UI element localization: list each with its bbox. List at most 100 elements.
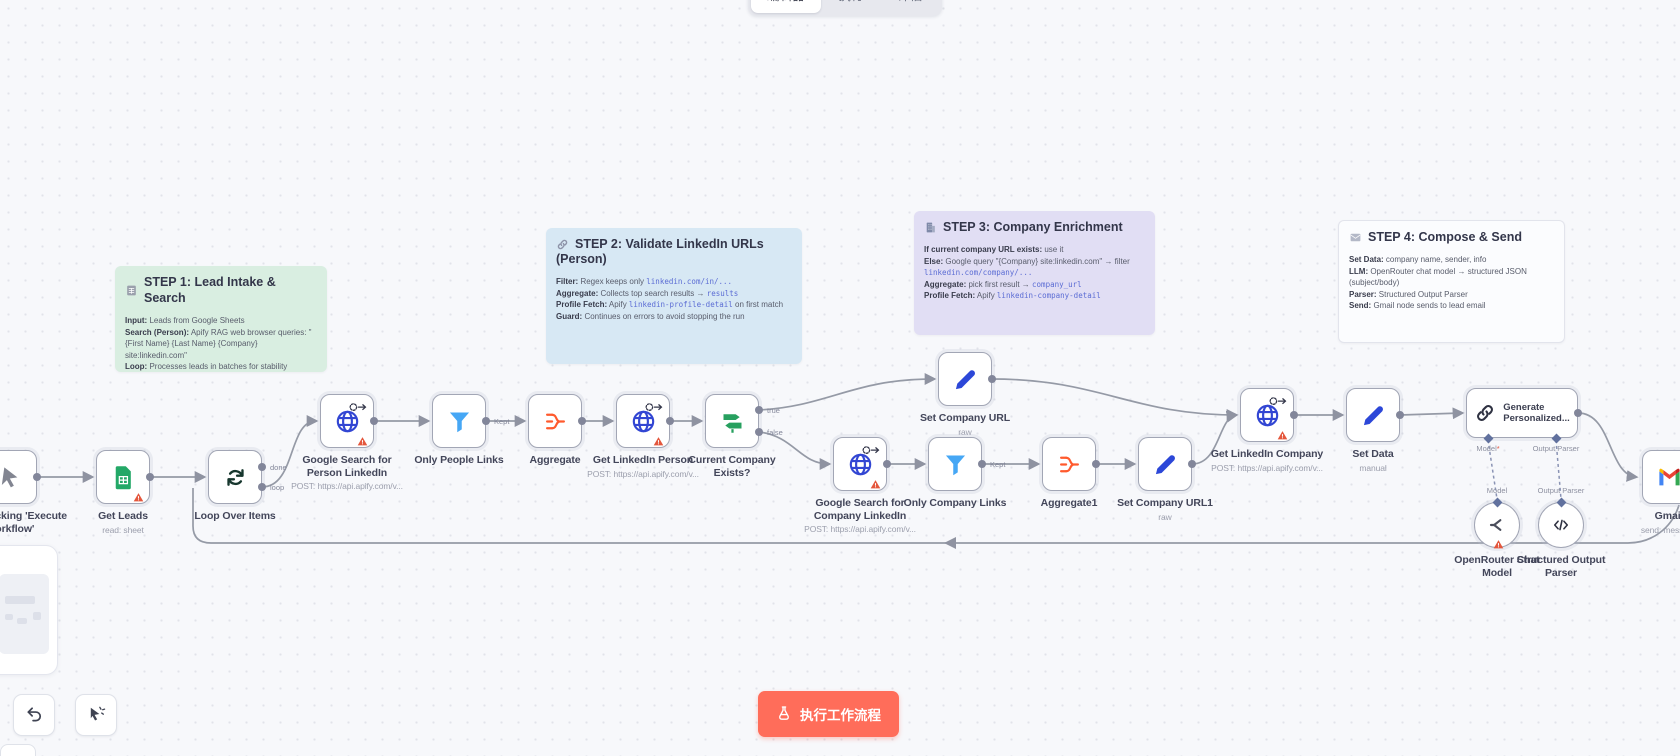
node-set-company-url[interactable]: [938, 352, 992, 406]
node-subtitle: POST: https://api.apify.com/v...: [587, 468, 699, 479]
funnel-icon: [942, 451, 969, 478]
api-call-badge-icon: [349, 399, 368, 411]
output-port[interactable]: [370, 417, 378, 425]
pencil-icon: [1360, 402, 1387, 429]
node-aggregate[interactable]: [528, 394, 582, 448]
node-set-company-url1[interactable]: [1138, 437, 1192, 491]
execute-workflow-button[interactable]: 执行工作流程: [758, 691, 899, 737]
output-port[interactable]: [883, 460, 891, 468]
node-current-company-exists[interactable]: [705, 394, 759, 448]
gmail-icon: [1656, 464, 1680, 491]
node-subtitle: raw: [1158, 511, 1172, 522]
tab-evaluations[interactable]: 评估: [882, 0, 939, 13]
node-only-company-links[interactable]: [928, 437, 982, 491]
undo-arrow-icon: [25, 704, 44, 726]
node-label: Only Company Links: [903, 497, 1007, 509]
port-label: Model: [1486, 486, 1508, 495]
node-gmail[interactable]: [1642, 450, 1680, 504]
sticky-title-line2: (Person): [556, 252, 607, 266]
node-subtitle: POST: https://api.apify.com/v...: [291, 481, 403, 491]
output-port-label: Kept: [990, 460, 1006, 469]
output-port[interactable]: [988, 375, 996, 383]
warning-icon: [357, 433, 368, 446]
output-port-label: Kept: [494, 417, 510, 426]
api-call-badge-icon: [862, 442, 881, 454]
output-port[interactable]: [1092, 460, 1100, 468]
connection[interactable]: [944, 537, 956, 549]
output-port[interactable]: [1396, 411, 1404, 419]
tidy-up-button[interactable]: [75, 694, 117, 736]
output-port[interactable]: [978, 460, 986, 468]
aggregate-icon: [1056, 451, 1083, 478]
connection[interactable]: [758, 431, 832, 470]
node-aggregate1[interactable]: [1042, 437, 1096, 491]
node-get-linkedin-company[interactable]: [1240, 388, 1294, 442]
node-get-leads[interactable]: [96, 450, 150, 504]
output-port[interactable]: [146, 473, 154, 481]
globe-icon: [1254, 402, 1281, 429]
output-port[interactable]: [1574, 409, 1582, 417]
node-label: Aggregate: [529, 454, 581, 466]
ai-connection[interactable]: [1555, 439, 1562, 500]
connection[interactable]: [1577, 412, 1639, 482]
node-subtitle: read: sheet: [102, 524, 144, 535]
output-port[interactable]: [666, 417, 674, 425]
warning-icon: [653, 433, 664, 446]
output-port[interactable]: [1290, 411, 1298, 419]
undo-button[interactable]: [13, 694, 55, 736]
ai-connection[interactable]: [1487, 439, 1498, 500]
left-preview-panel[interactable]: [0, 545, 58, 675]
node-when-clicking-execute-workflow[interactable]: [0, 450, 37, 504]
node-structured-output-parser[interactable]: [1538, 502, 1584, 548]
loop-icon: [222, 464, 249, 491]
output-port[interactable]: [258, 483, 266, 491]
sticky-title: STEP 2: Validate LinkedIn URLs: [575, 237, 764, 251]
output-port-label: false: [767, 428, 783, 437]
corner-button[interactable]: [0, 744, 36, 756]
connection[interactable]: [1399, 407, 1465, 420]
execute-workflow-label: 执行工作流程: [800, 708, 881, 723]
port-label: Model*: [1476, 444, 1500, 453]
connection[interactable]: [758, 373, 937, 411]
node-google-search-for-person-linkedin[interactable]: [320, 394, 374, 448]
node-loop-over-items[interactable]: [208, 450, 262, 504]
sticky-step2[interactable]: STEP 2: Validate LinkedIn URLs(Person)Fi…: [546, 228, 802, 364]
tab-executions[interactable]: 执行: [823, 0, 880, 13]
connection[interactable]: [261, 415, 319, 488]
output-port[interactable]: [755, 406, 763, 414]
node-only-people-links[interactable]: [432, 394, 486, 448]
output-port-label: true: [767, 406, 780, 415]
output-port[interactable]: [1188, 460, 1196, 468]
tab-editor[interactable]: 编辑器: [751, 0, 821, 13]
node-google-search-for-company-linkedin[interactable]: [833, 437, 887, 491]
output-port[interactable]: [33, 473, 41, 481]
output-port[interactable]: [258, 463, 266, 471]
node-get-linkedin-person[interactable]: [616, 394, 670, 448]
node-openrouter-chat-model[interactable]: [1474, 502, 1520, 549]
cursor-icon: [0, 464, 24, 491]
connection[interactable]: [192, 488, 1680, 544]
node-label: Gmailsend: message: [1589, 510, 1680, 536]
connection[interactable]: [1191, 410, 1239, 465]
output-port[interactable]: [755, 428, 763, 436]
warning-icon: [1277, 427, 1288, 440]
output-port[interactable]: [578, 417, 586, 425]
port-label: Output Parser: [1537, 486, 1585, 495]
output-port[interactable]: [482, 417, 490, 425]
connection[interactable]: [991, 378, 1239, 421]
aggregate-icon: [542, 408, 569, 435]
node-set-data[interactable]: [1346, 388, 1400, 442]
